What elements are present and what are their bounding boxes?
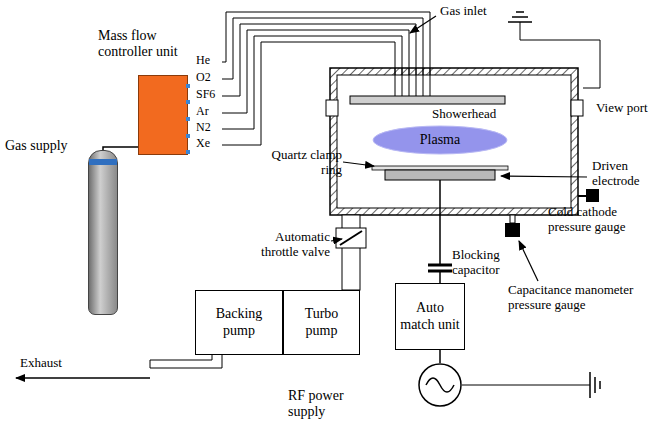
process-box: Turbo pump bbox=[283, 290, 360, 355]
cold-cathode-gauge bbox=[586, 189, 599, 202]
gas-name: Ar bbox=[196, 105, 220, 119]
gas-lines-inner bbox=[395, 68, 430, 96]
cylinder-band bbox=[89, 159, 117, 165]
exhaust-pipe bbox=[150, 355, 222, 368]
box-label: Backing pump bbox=[199, 306, 279, 338]
connector bbox=[439, 350, 441, 363]
showerhead bbox=[350, 96, 505, 104]
plasma-node: Plasma bbox=[372, 125, 508, 155]
cylinder-label: Gas supply bbox=[5, 138, 68, 154]
rf-feed bbox=[428, 180, 452, 283]
ground-symbol bbox=[462, 372, 600, 398]
mfc-node: Mass flow controller unit bbox=[98, 28, 213, 156]
chamber-wall bbox=[330, 68, 578, 215]
port-dot bbox=[186, 150, 190, 154]
process-box: Auto match unit bbox=[395, 283, 465, 350]
leader-arrows bbox=[331, 16, 587, 281]
gas-name: He bbox=[196, 54, 220, 68]
plasma-label: Plasma bbox=[420, 132, 460, 148]
view-port bbox=[571, 100, 583, 116]
source-outline bbox=[419, 364, 461, 406]
pump-port bbox=[342, 215, 360, 290]
box-label: Auto match unit bbox=[399, 300, 461, 332]
port-dot bbox=[186, 117, 190, 121]
view-port bbox=[326, 100, 338, 116]
port-dot bbox=[186, 134, 190, 138]
controller-box bbox=[138, 75, 188, 155]
part-label: Cold cathode pressure gauge bbox=[548, 205, 654, 235]
exhaust-arrow bbox=[16, 377, 150, 379]
source-circle bbox=[418, 363, 462, 407]
gas-name: N2 bbox=[196, 121, 220, 135]
valve-flap bbox=[340, 231, 362, 245]
gauge-pipe bbox=[510, 215, 515, 223]
sine-wave bbox=[426, 378, 454, 392]
gas-name: O2 bbox=[196, 71, 220, 85]
gas-name: Xe bbox=[196, 137, 220, 151]
port-dot bbox=[186, 100, 190, 104]
gas-name: SF6 bbox=[196, 88, 222, 102]
process-box: Backing pump bbox=[195, 290, 283, 355]
ac-source-symbol bbox=[418, 363, 462, 407]
gauge-pipe bbox=[578, 195, 586, 197]
part-label: Capacitance manometer pressure gauge bbox=[508, 283, 654, 313]
rf-node: RF power supply bbox=[288, 360, 464, 422]
ground-symbol bbox=[508, 12, 600, 88]
throttle-valve bbox=[336, 228, 366, 248]
unit-heading: Mass flow controller unit bbox=[98, 28, 213, 60]
quartz-clamp-ring bbox=[372, 166, 508, 170]
plasma-shape bbox=[373, 126, 507, 154]
supply-label: RF power supply bbox=[288, 388, 362, 420]
port-dot bbox=[186, 84, 190, 88]
part-label: View port bbox=[596, 101, 656, 116]
part-label: Quartz clamp ring bbox=[266, 148, 342, 178]
gas-cylinder bbox=[88, 150, 118, 315]
part-label: Exhaust bbox=[20, 356, 90, 371]
part-label: Gas inlet bbox=[440, 4, 510, 19]
driven-electrode bbox=[385, 170, 495, 180]
part-label: Driven electrode bbox=[592, 159, 654, 189]
part-label: Blocking capacitor bbox=[452, 248, 522, 278]
part-label: Showerhead bbox=[432, 107, 512, 122]
part-label: Automatic throttle valve bbox=[240, 230, 330, 260]
gas-node: Gas supply bbox=[5, 138, 120, 318]
box-label: Turbo pump bbox=[287, 306, 356, 338]
chamber-interior bbox=[337, 75, 571, 208]
capacitance-gauge bbox=[505, 223, 520, 237]
